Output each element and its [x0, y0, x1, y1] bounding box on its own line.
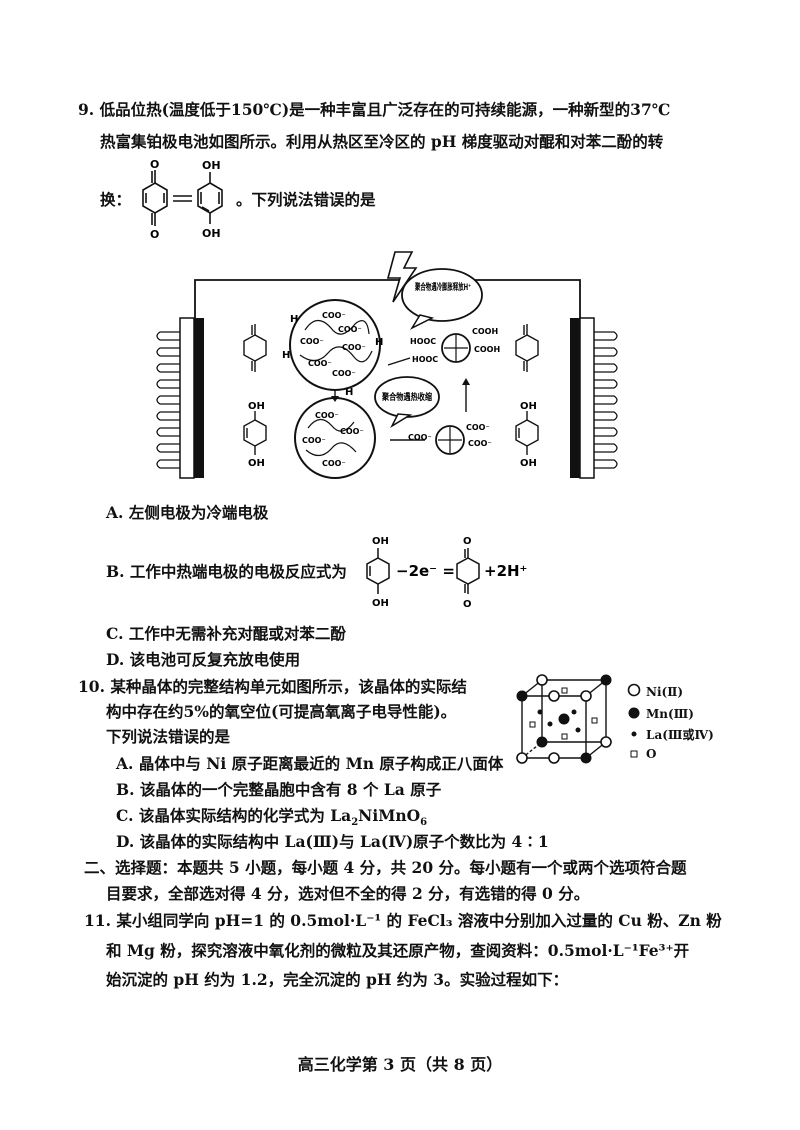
q9-option-a: A. 左侧电极为冷端电极	[106, 503, 269, 522]
section2-line2: 目要求，全部选对得 4 分，选对但不全的得 2 分，有选错的得 0 分。	[106, 884, 590, 903]
coo-label-10: COO⁻	[322, 459, 346, 468]
q10-option-b: B. 该晶体的一个完整晶胞中含有 8 个 La 原子	[116, 780, 442, 799]
polymer-coo-particle	[435, 425, 465, 455]
polymer-cooh-particle	[441, 333, 471, 363]
left-electrode	[156, 317, 204, 479]
q9-line1: 9. 低品位热(温度低于150℃)是一种丰富且广泛存在的可持续能源，一种新型的3…	[78, 100, 671, 119]
q10-line1: 10. 某种晶体的完整结构单元如图所示，该晶体的实际结	[78, 677, 467, 696]
q9-option-b-prefix: B. 工作中热端电极的电极反应式为	[106, 562, 347, 581]
h-ion-2: H	[282, 350, 290, 361]
arrow-head-down-icon	[331, 396, 339, 402]
left-quinone	[243, 324, 267, 372]
q11-line2: 和 Mg 粉，探究溶液中氧化剂的微粒及其还原产物，查阅资料：0.5mol·L⁻¹…	[106, 941, 690, 960]
bubble-top	[401, 268, 483, 330]
coo-label-1: COO⁻	[322, 311, 346, 320]
page-footer: 高三化学第 3 页（共 8 页）	[297, 1055, 503, 1074]
q11-line1: 11. 某小组同学向 pH=1 的 0.5mol·L⁻¹ 的 FeCl₃ 溶液中…	[84, 911, 722, 930]
right-electrode	[570, 317, 618, 479]
legend-ni: Ni(Ⅱ)	[646, 685, 683, 699]
legend-o: O	[646, 747, 657, 761]
quinone-o-bottom: O	[150, 228, 159, 240]
arrow-right-icon	[387, 357, 411, 366]
left-hq-oh-bottom: OH	[248, 458, 265, 469]
q9-line3-prefix: 换：	[100, 190, 132, 209]
b-minus-2e: −2e⁻ =	[396, 562, 455, 580]
b-o-top: O	[463, 536, 472, 547]
left-hydroquinone	[243, 411, 267, 455]
q10-line2: 构中存在约5%的氧空位(可提高氧离子电导性能)。	[106, 702, 457, 721]
right-hq-oh-bottom: OH	[520, 458, 537, 469]
la-legend-icon	[631, 731, 637, 737]
coo-label-2: COO⁻	[338, 325, 362, 334]
heat-cell-figure: OH OH OH OH COO⁻ COO⁻ COO⁻ COO⁻ COO⁻ COO…	[156, 251, 618, 479]
b-o-bottom: O	[463, 599, 472, 610]
h-ion-4: H	[345, 387, 353, 398]
mn-legend-icon	[628, 707, 640, 719]
right-hq-oh-top: OH	[520, 401, 537, 412]
coo-label-9: COO⁻	[302, 436, 326, 445]
right-hydroquinone	[515, 411, 539, 455]
coo-label-3: COO⁻	[300, 337, 324, 346]
coo-label-8: COO⁻	[340, 427, 364, 436]
q10-line3: 下列说法错误的是	[106, 727, 231, 746]
b-oh-top: OH	[372, 536, 389, 547]
q10-option-c: C. 该晶体实际结构的化学式为 La2NiMnO6	[116, 806, 428, 829]
coo-label-4: COO⁻	[342, 343, 366, 352]
crystal-cell-figure	[516, 674, 612, 764]
crystal-legend-icons	[627, 683, 641, 758]
q10-option-a: A. 晶体中与 Ni 原子距离最近的 Mn 原子构成正八面体	[116, 754, 504, 773]
q9-option-c: C. 工作中无需补充对醌或对苯二酚	[106, 624, 346, 643]
polymer-sphere-shrunk: COO⁻ COO⁻ COO⁻ COO⁻	[294, 397, 376, 479]
h-ion-1: H	[290, 314, 298, 325]
left-hq-oh-top: OH	[248, 401, 265, 412]
o-atoms	[529, 687, 598, 740]
right-quinone	[515, 324, 539, 372]
o-legend-icon	[630, 750, 638, 758]
quinone-structure	[142, 170, 168, 226]
q9-option-d: D. 该电池可反复充放电使用	[106, 650, 301, 669]
h-ion-3: H	[375, 337, 383, 348]
equilibrium-arrow-icon	[173, 195, 192, 202]
legend-mn: Mn(Ⅲ)	[646, 707, 694, 721]
hooc-label-2: HOOC	[412, 355, 438, 364]
hydroquinone-oh-top: OH	[202, 159, 221, 172]
coo-label-6: COO⁻	[332, 369, 356, 378]
coo-label-7: COO⁻	[315, 411, 339, 420]
cooh-label-1: COOH	[472, 327, 498, 336]
hydroquinone-b	[366, 548, 390, 594]
coo-label-11: COO⁻	[466, 423, 490, 432]
coo-label-5: COO⁻	[308, 359, 332, 368]
coo-label-13: COO⁻	[408, 433, 432, 442]
q9-option-b-equation: OH OH −2e⁻ = O O +2H⁺	[366, 536, 527, 610]
q10-option-d: D. 该晶体的实际结构中 La(Ⅲ)与 La(Ⅳ)原子个数比为 4∶1	[116, 832, 549, 851]
legend-la: La(Ⅲ或Ⅳ)	[646, 728, 714, 742]
section2-line1: 二、选择题：本题共 5 小题，每小题 4 分，共 20 分。每小题有一个或两个选…	[84, 858, 687, 877]
b-oh-bottom: OH	[372, 598, 389, 609]
arrow-head-up-icon	[462, 378, 470, 385]
hooc-label-1: HOOC	[410, 337, 436, 346]
external-wire	[194, 279, 581, 318]
q9-line3-suffix: 。下列说法错误的是	[236, 190, 376, 209]
hydroquinone-oh-bottom: OH	[202, 227, 221, 240]
mn-atoms	[516, 674, 612, 764]
quinone-o-top: O	[150, 158, 159, 171]
coo-label-12: COO⁻	[468, 439, 492, 448]
bubble-bottom	[374, 376, 440, 429]
bubble-top-text: 聚合物遇冷膨胀释放H⁺	[414, 281, 471, 293]
cooh-label-2: COOH	[474, 345, 500, 354]
quinone-b	[456, 548, 480, 594]
q11-line3: 始沉淀的 pH 约为 1.2，完全沉淀的 pH 约为 3。实验过程如下：	[106, 970, 569, 989]
quinone-hydroquinone-conversion: O O OH OH	[142, 158, 223, 240]
polymer-sphere-swollen: COO⁻ COO⁻ COO⁻ COO⁻ COO⁻ COO⁻	[289, 299, 381, 391]
hydroquinone-structure	[197, 172, 223, 224]
b-plus-2h: +2H⁺	[484, 562, 527, 580]
la-atoms	[537, 709, 581, 733]
ni-legend-icon	[627, 683, 641, 697]
q9-line2: 热富集铂极电池如图所示。利用从热区至冷区的 pH 梯度驱动对醌和对苯二酚的转	[100, 132, 664, 151]
bubble-bottom-text: 聚合物遇热收缩	[381, 391, 432, 403]
